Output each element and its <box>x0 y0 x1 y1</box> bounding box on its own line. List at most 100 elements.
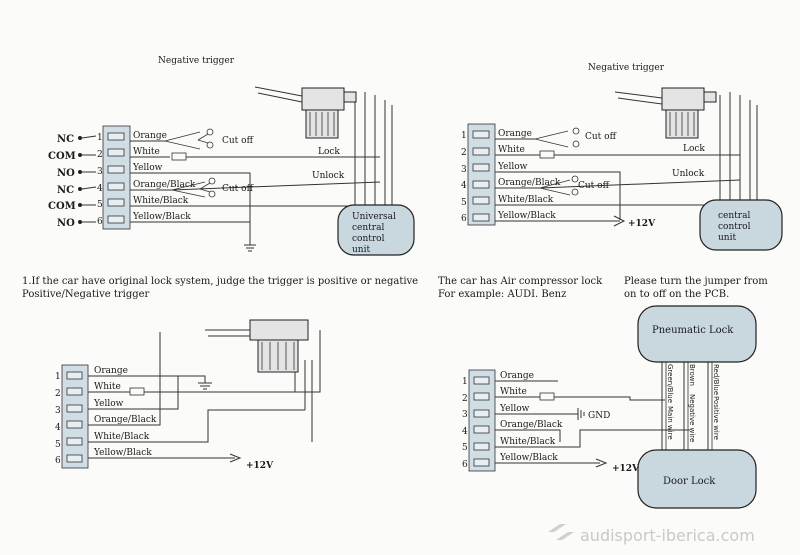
instruction-line-2: Positive/Negative trigger <box>22 289 150 300</box>
d4-wires: Orange White Yellow Orange/Black White/B… <box>495 362 720 474</box>
d4-pin-3: 3 <box>462 410 468 420</box>
d2-pin-3: 3 <box>461 165 467 175</box>
d4-connector <box>468 369 496 472</box>
d1-wire-white: White <box>133 147 160 157</box>
d1-pin-2: 2 <box>97 150 103 160</box>
d3-pin-5: 5 <box>55 440 61 450</box>
d1-cut-off-2: Cut off <box>222 184 254 194</box>
d4-pin-4: 4 <box>462 427 468 437</box>
d4-pneumatic-label: Pneumatic Lock <box>652 325 734 336</box>
d1-label-6: NO <box>57 218 75 229</box>
d2-cut-off-2: Cut off <box>578 181 610 191</box>
d1-scissors-icon-2 <box>199 177 216 198</box>
watermark-text: audisport-iberica.com <box>580 526 755 545</box>
d1-wires: Orange White Yellow Orange/Black White/B… <box>130 92 393 252</box>
d1-pin-6: 6 <box>97 217 103 227</box>
d4-pneumatic-lock: Pneumatic Lock <box>637 305 757 363</box>
d1-universal-control-unit: Universal central control unit <box>337 204 415 256</box>
d3-wire-yellow: Yellow <box>93 399 124 409</box>
d4-wire-orange-black: Orange/Black <box>500 420 563 430</box>
d4-wire-brown: Brown <box>688 364 696 386</box>
watermark-logo-icon <box>548 524 574 540</box>
d1-lock-actuator <box>254 86 357 139</box>
d1-wire-yellow: Yellow <box>132 163 163 173</box>
d1-label-5: COM <box>48 201 76 212</box>
d1-label-4: NC <box>57 185 74 196</box>
d2-lock-label: Lock <box>683 144 705 154</box>
d3-wire-yellow-black: Yellow/Black <box>93 448 152 458</box>
d2-wire-yellow-black: Yellow/Black <box>497 211 556 221</box>
diagram-positive-negative-trigger: 1 2 3 4 5 6 Orange White Yellow Orange/B… <box>55 319 321 471</box>
d3-pin-numbers: 1 2 3 4 5 6 <box>55 372 61 466</box>
d1-connector <box>102 125 131 230</box>
d1-unit-line-4: unit <box>352 245 370 255</box>
d2-unit-line-1: central <box>718 211 750 221</box>
d4-pin-5: 5 <box>462 443 468 453</box>
d1-pin-slots <box>107 132 125 224</box>
d3-wire-white: White <box>94 382 121 392</box>
air-compressor-line-1: The car has Air compressor lock <box>438 276 603 287</box>
d1-wire-orange: Orange <box>133 131 167 141</box>
d4-pin-slots <box>473 376 490 467</box>
air-compressor-line-2: For example: AUDI. Benz <box>438 289 566 300</box>
d1-unit-line-2: central <box>352 223 384 233</box>
d2-wire-orange: Orange <box>498 129 532 139</box>
d4-pin-2: 2 <box>462 394 468 404</box>
d1-pin-4: 4 <box>97 184 103 194</box>
d4-wire-yellow: Yellow <box>499 404 530 414</box>
d4-wire-white-black: White/Black <box>500 437 556 447</box>
d2-pin-slots <box>472 130 490 222</box>
d2-cut-off-1: Cut off <box>585 132 617 142</box>
d2-wire-yellow: Yellow <box>497 162 528 172</box>
d2-connector <box>467 123 496 226</box>
d2-central-control-unit: central control unit <box>699 199 783 251</box>
d3-pin-3: 3 <box>55 406 61 416</box>
d3-lock-actuator <box>205 319 309 373</box>
d2-pin-5: 5 <box>461 198 467 208</box>
d3-pin-2: 2 <box>55 389 61 399</box>
d2-pin-6: 6 <box>461 214 467 224</box>
d1-label-1: NC <box>57 134 74 145</box>
d4-main-wire: Main wire <box>666 406 674 440</box>
d1-unlock-label: Unlock <box>312 171 345 181</box>
d3-connector <box>61 364 89 469</box>
diagram-negative-trigger-2: Negative trigger 1 2 3 4 5 6 Orange Whit… <box>461 63 783 251</box>
d1-wire-yellow-black: Yellow/Black <box>132 212 191 222</box>
d2-pin-4: 4 <box>461 181 467 191</box>
d3-wire-orange-black: Orange/Black <box>94 415 157 425</box>
d2-pin-2: 2 <box>461 148 467 158</box>
d4-12v-label: +12V <box>612 464 640 474</box>
d4-wire-green-blue: Green/Blue <box>666 364 674 403</box>
d4-wire-orange: Orange <box>500 371 534 381</box>
d3-pin-1: 1 <box>55 372 61 382</box>
d3-wires: Orange White Yellow Orange/Black White/B… <box>88 330 321 471</box>
d2-pin-numbers: 1 2 3 4 5 6 <box>461 131 467 224</box>
d1-label-3: NO <box>57 168 75 179</box>
d3-pin-4: 4 <box>55 423 61 433</box>
d1-pin-1: 1 <box>97 133 103 143</box>
d3-wire-orange: Orange <box>94 366 128 376</box>
d4-wire-white: White <box>500 387 527 397</box>
watermark: audisport-iberica.com <box>548 524 755 545</box>
d4-wire-yellow-black: Yellow/Black <box>499 453 558 463</box>
d1-wire-white-black: White/Black <box>133 196 189 206</box>
d1-label-2: COM <box>48 151 76 162</box>
d3-wire-white-black: White/Black <box>94 432 150 442</box>
d4-door-lock: Door Lock <box>637 449 757 509</box>
d2-scissors-icon-2 <box>571 175 579 196</box>
d2-unit-line-3: unit <box>718 233 736 243</box>
d4-pin-1: 1 <box>462 377 468 387</box>
d2-12v-label: +12V <box>628 219 656 229</box>
d1-heading: Negative trigger <box>158 56 235 66</box>
d2-heading: Negative trigger <box>588 63 665 73</box>
instruction-line-1: 1.If the car have original lock system, … <box>22 276 418 287</box>
d2-wires: Orange White Yellow Orange/Black White/B… <box>495 92 758 229</box>
d3-pin-6: 6 <box>55 456 61 466</box>
d2-lock-actuator <box>614 87 717 139</box>
diagram-negative-trigger-1: Negative trigger NC COM NO NC COM NO <box>48 56 415 256</box>
d1-side-labels: NC COM NO NC COM NO 1 2 3 4 5 6 <box>48 133 103 229</box>
d4-positive-wire: Positive wire <box>712 396 720 440</box>
d3-pin-slots <box>66 371 83 463</box>
